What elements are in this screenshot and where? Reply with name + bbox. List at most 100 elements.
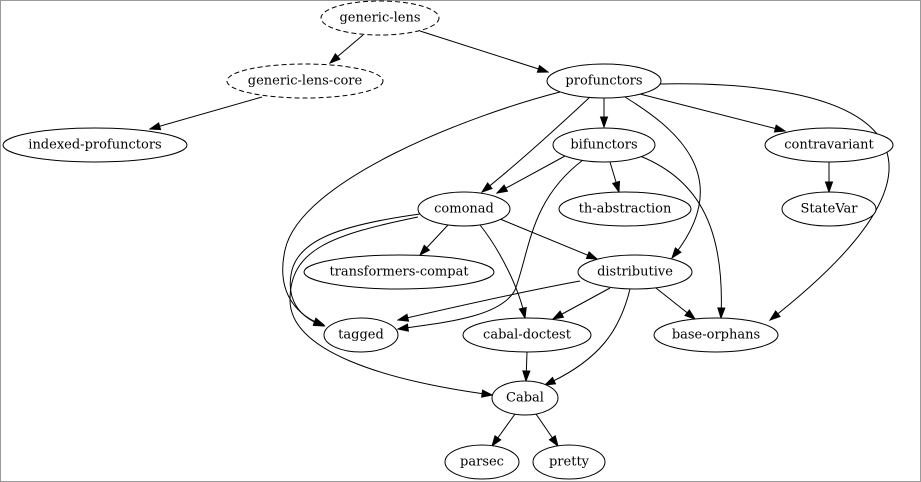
node-label: pretty xyxy=(549,455,590,470)
arrowhead xyxy=(551,310,565,320)
edge-distributive-to-cabal-doctest xyxy=(551,287,611,320)
arrowhead xyxy=(684,309,697,320)
arrowhead xyxy=(717,307,726,320)
arrowhead xyxy=(611,180,621,194)
arrowhead xyxy=(768,310,781,321)
node-transformers-compat: transformers-compat xyxy=(303,254,495,290)
node-ellipse xyxy=(444,444,520,480)
node-th-abstraction: th-abstraction xyxy=(558,191,692,227)
node-pretty: pretty xyxy=(532,444,606,480)
edge-profunctors-to-distributive xyxy=(624,96,701,260)
edge-line xyxy=(419,30,549,73)
node-bifunctors: bifunctors xyxy=(552,127,656,163)
node-statevar: StateVar xyxy=(781,191,877,227)
edge-line xyxy=(639,155,722,319)
edge-cabal-to-parsec xyxy=(491,413,516,448)
node-generic-lens: generic-lens xyxy=(320,0,440,36)
edge-bifunctors-to-tagged xyxy=(396,159,584,332)
arrowhead xyxy=(328,53,341,64)
edge-distributive-to-base-orphans xyxy=(655,287,697,320)
node-label: base-orphans xyxy=(672,328,760,343)
node-label: bifunctors xyxy=(570,138,637,153)
arrowhead xyxy=(671,247,682,260)
node-label: Cabal xyxy=(506,391,544,406)
node-ellipse xyxy=(491,380,559,416)
edge-profunctors-to-base-orphans xyxy=(659,83,890,321)
node-label: StateVar xyxy=(801,202,859,217)
node-ellipse xyxy=(558,191,692,227)
arrowhead xyxy=(312,318,326,327)
edge-distributive-to-tagged xyxy=(396,280,581,322)
arrowhead xyxy=(599,116,609,129)
edge-generic-lens-to-profunctors xyxy=(419,30,550,73)
edge-comonad-to-distributive xyxy=(499,218,599,260)
arrowhead xyxy=(543,376,557,386)
node-label: distributive xyxy=(597,265,673,280)
edge-bifunctors-to-comonad xyxy=(495,155,566,194)
edge-profunctors-to-contravariant xyxy=(639,93,787,133)
node-parsec: parsec xyxy=(444,444,520,480)
edge-profunctors-to-bifunctors xyxy=(599,98,609,129)
arrowhead xyxy=(518,306,527,320)
node-label: transformers-compat xyxy=(329,265,469,280)
edge-line xyxy=(481,96,591,193)
node-base-orphans: base-orphans xyxy=(653,317,779,353)
node-ellipse xyxy=(226,63,384,99)
node-label: th-abstraction xyxy=(579,202,672,217)
edge-line xyxy=(499,218,598,260)
edge-profunctors-to-comonad xyxy=(480,96,591,193)
node-distributive: distributive xyxy=(577,254,693,290)
node-cabal-doctest: cabal-doctest xyxy=(462,317,592,353)
node-profunctors: profunctors xyxy=(546,63,662,99)
edge-comonad-to-cabal-doctest xyxy=(479,224,527,320)
node-layer: generic-lens generic-lens-core profunctors… xyxy=(2,0,894,480)
edge-line xyxy=(397,280,581,321)
node-indexed-profunctors: indexed-profunctors xyxy=(2,127,188,163)
node-ellipse xyxy=(781,191,877,227)
edge-layer xyxy=(148,30,890,448)
node-tagged: tagged xyxy=(323,317,399,353)
edge-line xyxy=(397,159,584,330)
node-ellipse xyxy=(2,127,188,163)
edge-comonad-to-transformers-compat xyxy=(418,224,449,257)
node-ellipse xyxy=(546,63,662,99)
edge-contravariant-to-statevar xyxy=(824,162,834,194)
node-label: generic-lens xyxy=(339,11,420,26)
edge-distributive-to-cabal xyxy=(543,288,631,386)
arrowhead xyxy=(548,434,559,448)
node-ellipse xyxy=(320,0,440,36)
edge-line xyxy=(289,216,493,396)
node-generic-lens-core: generic-lens-core xyxy=(226,63,384,99)
arrowhead xyxy=(773,124,787,133)
node-ellipse xyxy=(462,317,592,353)
arrowhead xyxy=(480,182,493,193)
edge-line xyxy=(149,96,263,130)
arrowhead xyxy=(824,181,834,194)
node-ellipse xyxy=(577,254,693,290)
arrowhead xyxy=(536,64,550,73)
node-ellipse xyxy=(303,254,495,290)
arrowhead xyxy=(396,323,409,332)
edge-bifunctors-to-th-abstraction xyxy=(609,161,621,194)
arrowhead xyxy=(491,435,502,448)
arrowhead xyxy=(495,184,509,194)
edge-cabal-doctest-to-cabal xyxy=(522,351,531,383)
node-ellipse xyxy=(323,317,399,353)
edge-line xyxy=(289,213,421,327)
edge-line xyxy=(544,288,631,386)
arrowhead xyxy=(522,370,531,383)
edge-line xyxy=(639,93,786,132)
arrowhead xyxy=(418,244,431,257)
node-label: cabal-doctest xyxy=(483,328,572,343)
node-comonad: comonad xyxy=(417,191,511,227)
edge-bifunctors-to-base-orphans xyxy=(639,155,726,320)
edge-line xyxy=(552,287,611,320)
node-contravariant: contravariant xyxy=(764,127,894,163)
arrowhead xyxy=(585,251,599,260)
edge-comonad-to-tagged xyxy=(289,213,421,327)
node-label: profunctors xyxy=(565,74,642,89)
node-ellipse xyxy=(552,127,656,163)
node-label: indexed-profunctors xyxy=(28,138,161,153)
